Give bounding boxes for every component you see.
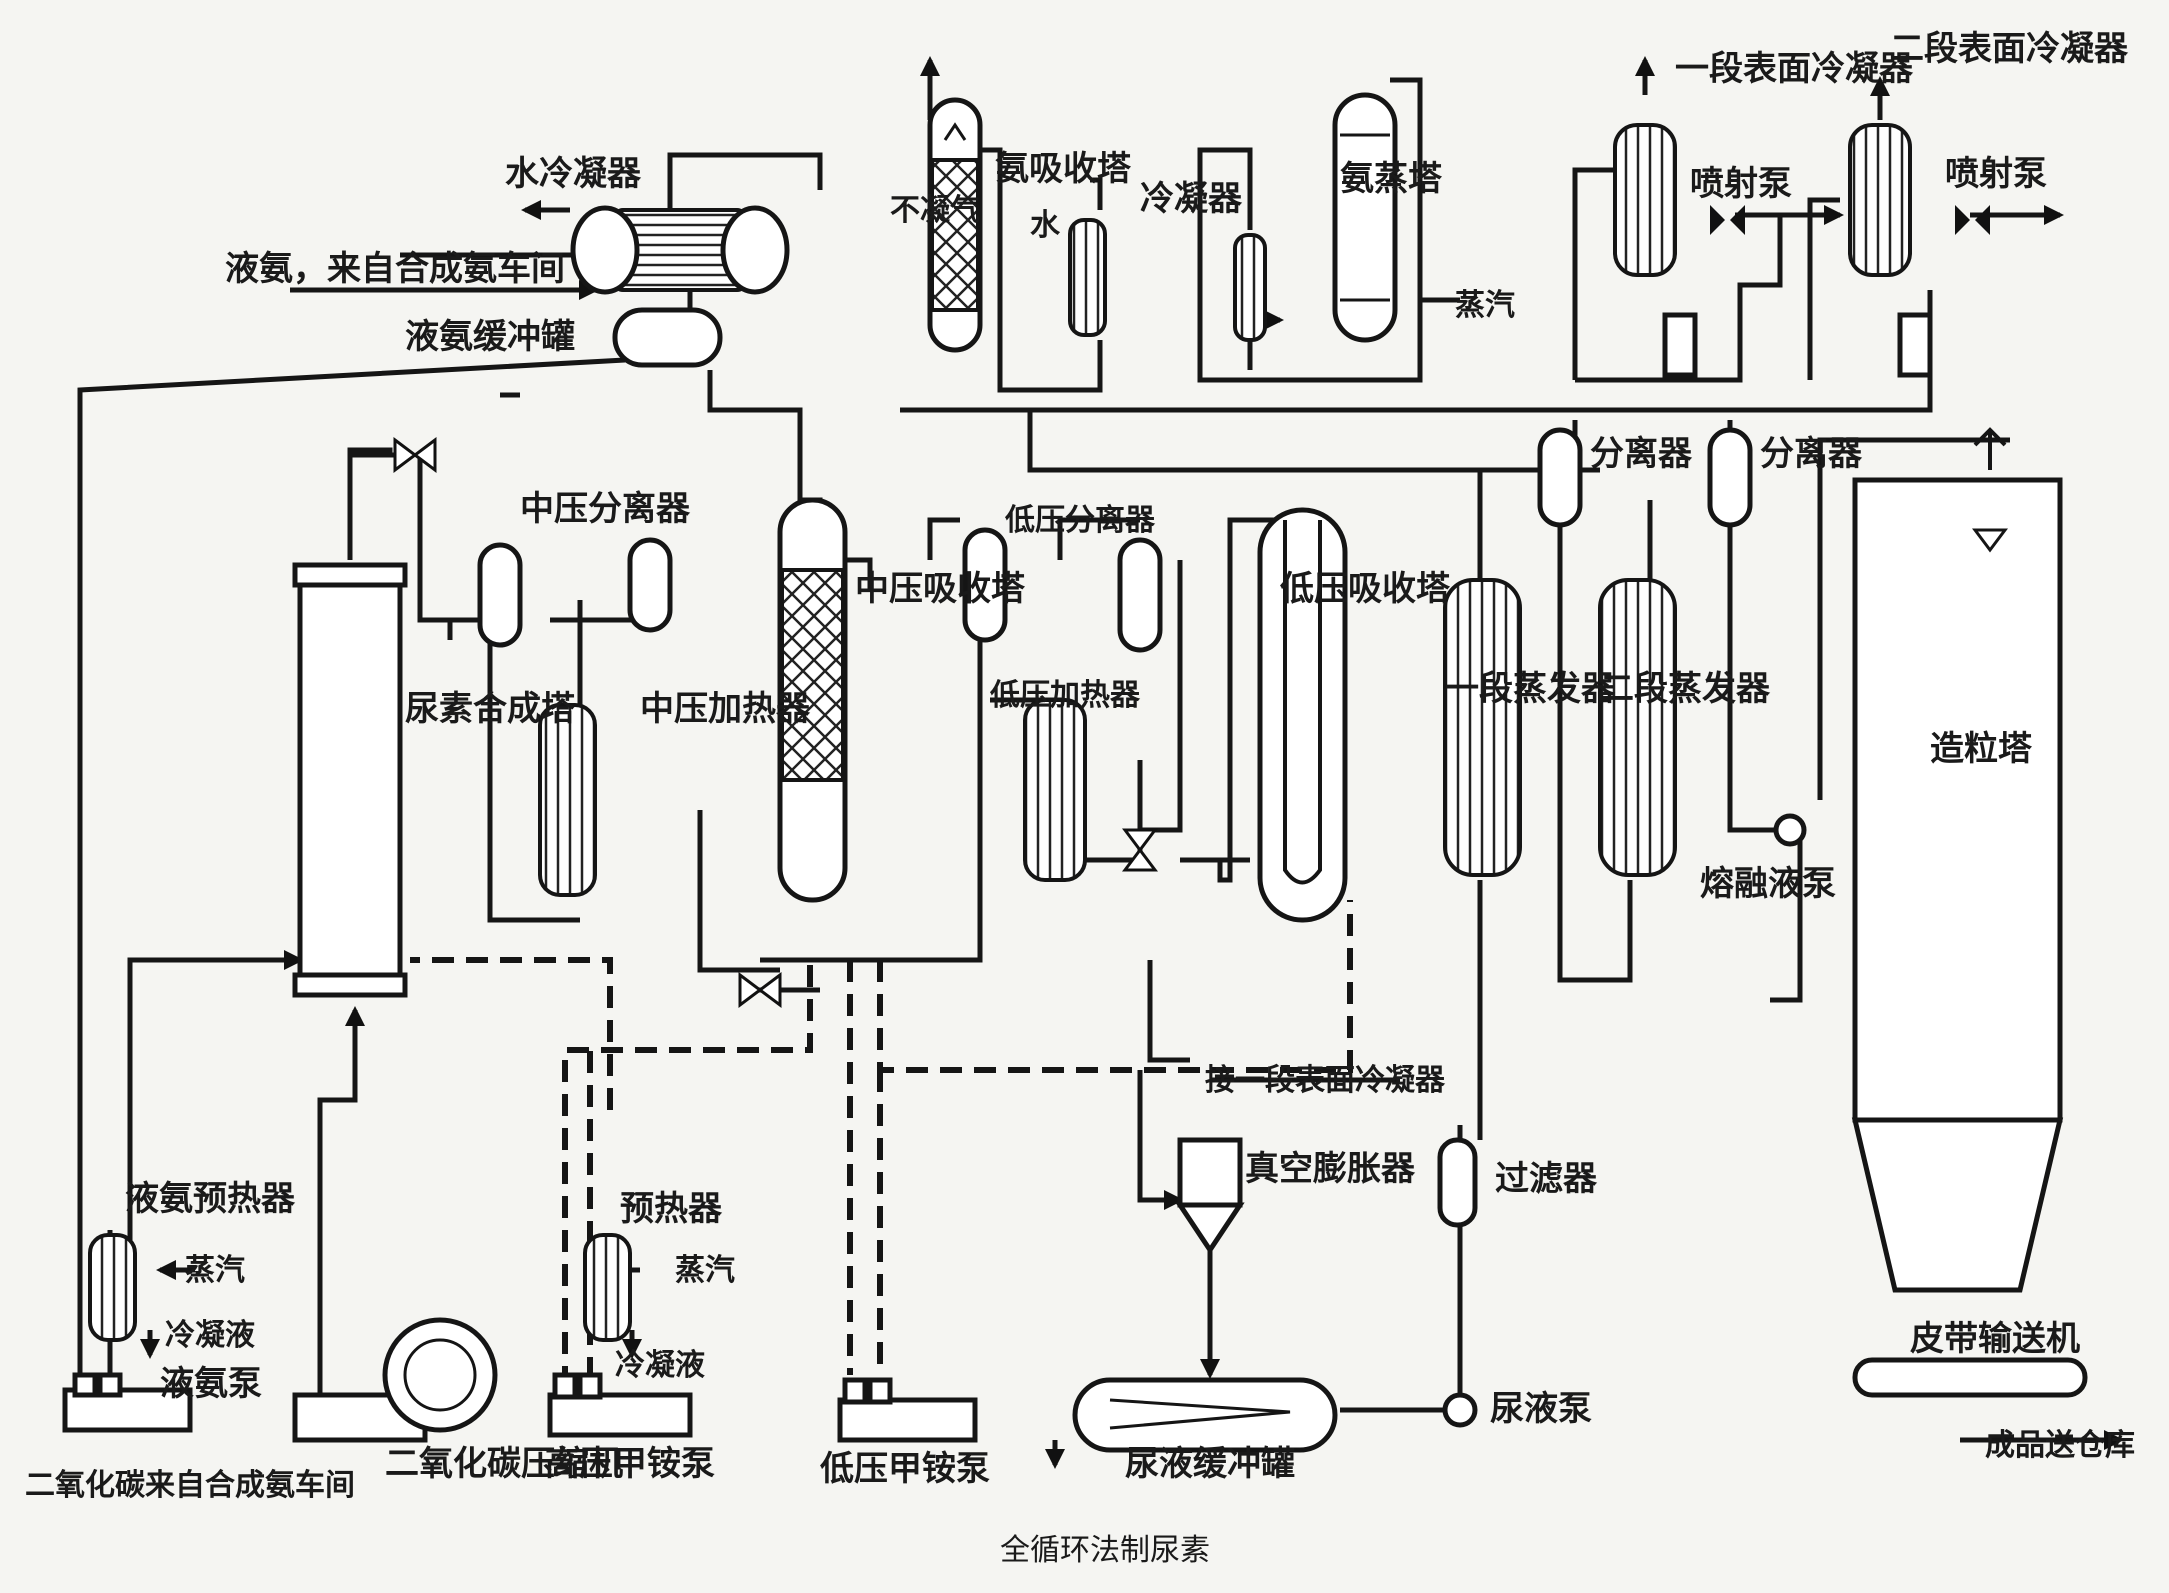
label-lp-separator: 低压分离器 xyxy=(1004,503,1156,538)
label-steam-stripper: 蒸汽 xyxy=(1455,288,1515,323)
hp-carbamate-pump xyxy=(547,1372,693,1438)
label-preheater: 预热器 xyxy=(620,1189,723,1229)
belt-conveyor xyxy=(1852,1357,2088,1398)
valve-vertical xyxy=(1122,828,1158,872)
labels: 水冷凝器 液氨，来自合成氨车间 液氨缓冲罐 不凝气 氨吸收塔 水 冷凝器 氨蒸塔… xyxy=(25,29,2135,1568)
label-stage2-condenser: 二段表面冷凝器 xyxy=(1890,29,2129,69)
carbamate-lines xyxy=(410,900,1353,1375)
label-ejector-1: 喷射泵 xyxy=(1690,164,1792,204)
prilling-tower xyxy=(1851,427,2064,1293)
preheater xyxy=(583,1233,632,1342)
vacuum-expander xyxy=(1175,1137,1245,1255)
label-lp-carbamate-pump: 低压甲铵泵 xyxy=(820,1449,990,1489)
label-condensate-2: 冷凝液 xyxy=(615,1348,705,1383)
mp-heater xyxy=(538,703,597,897)
label-mp-separator: 中压分离器 xyxy=(520,489,691,529)
label-co2-compressor: 二氧化碳压缩机 xyxy=(385,1444,623,1484)
label-hp-carbamate-pump: 高压甲铵泵 xyxy=(545,1444,715,1484)
lp-separator-2 xyxy=(1117,537,1163,653)
lp-absorber xyxy=(1257,507,1348,923)
label-stage1-condenser: 一段表面冷凝器 xyxy=(1675,49,1914,89)
stage2-evaporator xyxy=(1598,578,1677,877)
urea-solution-tank xyxy=(1072,1377,1338,1453)
label-condenser: 冷凝器 xyxy=(1140,179,1243,219)
seal-pot-1 xyxy=(1662,312,1698,378)
label-steam-2: 蒸汽 xyxy=(675,1253,735,1288)
label-water: 水 xyxy=(1030,208,1061,243)
label-buffer-tank: 液氨缓冲罐 xyxy=(405,317,575,357)
label-melt-pump: 熔融液泵 xyxy=(1700,864,1836,904)
ejector-pump-1 xyxy=(1710,205,1745,235)
stage1-evaporator xyxy=(1443,578,1522,877)
label-ammonia-stripper: 氨蒸塔 xyxy=(1340,159,1443,199)
seal-pot-2 xyxy=(1897,312,1933,378)
valve-lp xyxy=(738,972,782,1008)
label-non-condensable-gas: 不凝气 xyxy=(890,193,980,228)
label-prilling-tower: 造粒塔 xyxy=(1930,729,2033,769)
label-urea-solution-pump: 尿液泵 xyxy=(1490,1389,1592,1429)
label-ammonia-preheater: 液氨预热器 xyxy=(125,1179,296,1219)
label-ammonia-pump: 液氨泵 xyxy=(160,1364,262,1404)
ammonia-absorber xyxy=(927,97,983,353)
label-product-to-warehouse: 成品送仓库 xyxy=(1985,1428,2135,1463)
label-belt-conveyor: 皮带输送机 xyxy=(1910,1319,2080,1359)
ammonia-stripper xyxy=(1332,92,1398,343)
lp-separator-1 xyxy=(962,527,1008,643)
label-separator-1: 分离器 xyxy=(1590,434,1693,474)
urea-synthesis-tower xyxy=(292,562,408,998)
label-steam-1: 蒸汽 xyxy=(185,1253,245,1288)
liquid-ammonia-buffer-tank xyxy=(612,307,723,368)
urea-solution-pump xyxy=(1442,1392,1478,1428)
label-ejector-2: 喷射泵 xyxy=(1945,154,2047,194)
label-liquid-ammonia-inlet: 液氨，来自合成氨车间 xyxy=(225,249,565,289)
water-condenser-small xyxy=(1068,218,1107,337)
filter xyxy=(1437,1137,1478,1228)
label-mp-heater: 中压加热器 xyxy=(640,689,811,729)
ammonia-preheater xyxy=(88,1233,137,1342)
figure-caption: 全循环法制尿素 xyxy=(1000,1533,1210,1568)
separator-2 xyxy=(1707,427,1753,528)
label-co2-inlet: 二氧化碳来自合成氨车间 xyxy=(25,1468,355,1503)
co2-compressor xyxy=(292,1317,498,1443)
mp-separator-2 xyxy=(627,537,673,633)
lp-heater xyxy=(1023,698,1087,882)
water-condenser xyxy=(570,205,790,295)
stage1-surface-condenser xyxy=(1613,123,1677,277)
condenser xyxy=(1233,233,1267,342)
valve-mp xyxy=(393,437,437,473)
label-to-stage1-condenser: 接一段表面冷凝器 xyxy=(1205,1063,1446,1098)
melt-pump xyxy=(1773,813,1807,847)
label-water-condenser: 水冷凝器 xyxy=(505,154,642,194)
label-lp-heater: 低压加热器 xyxy=(989,678,1141,713)
lp-carbamate-pump xyxy=(837,1377,978,1443)
ammonia-pump xyxy=(62,1372,193,1433)
mp-separator-1 xyxy=(477,542,523,648)
label-lp-absorber: 低压吸收塔 xyxy=(1280,569,1451,609)
label-ammonia-absorber: 氨吸收塔 xyxy=(995,149,1132,189)
label-vacuum-expander: 真空膨胀器 xyxy=(1245,1149,1416,1189)
label-separator-2: 分离器 xyxy=(1760,434,1863,474)
ejector-pump-2 xyxy=(1955,205,1990,235)
mp-absorber xyxy=(777,497,848,903)
separator-1 xyxy=(1537,427,1583,528)
stage2-surface-condenser xyxy=(1848,123,1912,277)
label-urea-solution-tank: 尿液缓冲罐 xyxy=(1125,1444,1295,1484)
label-urea-synthesis-tower: 尿素合成塔 xyxy=(405,689,576,729)
label-stage2-evaporator: 二段蒸发器 xyxy=(1600,669,1771,709)
label-filter: 过滤器 xyxy=(1495,1159,1598,1199)
label-stage1-evaporator: 一段蒸发器 xyxy=(1445,669,1616,709)
label-mp-absorber: 中压吸收塔 xyxy=(855,569,1026,609)
label-condensate-1: 冷凝液 xyxy=(165,1318,255,1353)
